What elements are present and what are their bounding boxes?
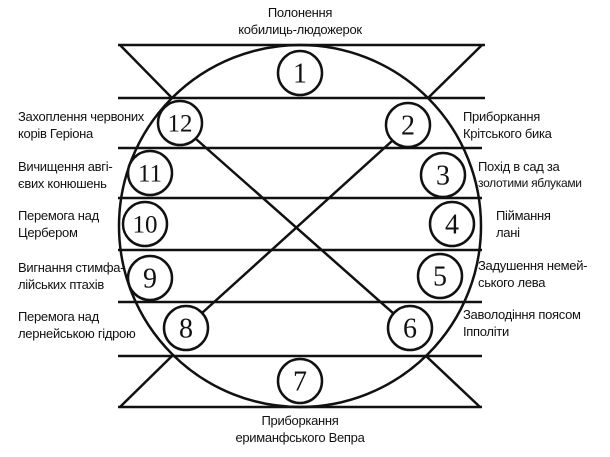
label-line: євих конюшень [18,176,107,191]
label-line: ського лева [478,275,546,290]
label-line: Похід в сад за [478,159,560,174]
label-line: Захоплення червоних [18,109,144,124]
node-number: 5 [433,262,447,293]
node-circle [156,99,204,147]
label-line: Піймання [496,208,551,223]
label-line: Вичищення авгі- [18,159,113,174]
label-4: Піймання лані [496,207,551,241]
labour-node-1: 1 [276,49,324,97]
label-line: корів Геріона [18,126,93,141]
node-number: 8 [179,314,193,345]
node-number: 2 [401,111,415,142]
label-line: Приборкання [261,413,339,428]
label-line: Заволодіння поясом [463,307,581,322]
node-circle [276,357,324,405]
node-number: 4 [445,210,459,241]
label-6: Заволодіння поясом Іпполіти [463,306,581,340]
label-3: Похід в сад за золотими яблуками [478,158,582,192]
label-1: Полонення кобилиць-людожерок [200,4,400,38]
node-number: 11 [138,161,162,188]
triangle-bottom-left [119,355,173,408]
label-line: Приборкання [463,109,541,124]
label-8: Перемога над лернейською гідрою [18,308,136,342]
label-line: Полонення [267,5,333,20]
label-line: лані [496,225,520,240]
node-number: 7 [293,367,307,398]
label-line: Крітського бика [463,126,552,141]
label-line: ериманфського Вепра [235,430,365,445]
node-circle [276,49,324,97]
labour-node-7: 7 [276,357,324,405]
label-line: Перемога над [18,309,99,324]
label-12: Захоплення червоних корів Геріона [18,108,144,142]
node-circle [419,151,467,199]
node-circle [416,252,464,300]
label-7: Приборкання ериманфського Вепра [200,412,400,446]
label-11: Вичищення авгі-євих конюшень [18,158,113,192]
label-line: золотими яблуками [478,176,582,190]
node-number: 1 [293,59,307,90]
node-number: 3 [436,161,450,192]
labour-node-5: 5 [416,252,464,300]
node-circle [126,254,174,302]
labour-node-8: 8 [162,304,210,352]
node-circle [428,200,476,248]
triangle-bottom-right [425,355,481,408]
node-circle [121,200,169,248]
label-line: Перемога над [18,208,99,223]
labour-node-4: 4 [428,200,476,248]
label-line: лернейською гідрою [18,326,136,341]
label-line: Цербером [18,225,78,240]
label-line: Задушення немей- [478,258,588,273]
labour-node-2: 2 [384,101,432,149]
labour-node-6: 6 [386,304,434,352]
labour-node-10: 10 [121,200,169,248]
label-line: Вигнання стимфа- [18,260,125,275]
node-number: 6 [403,314,417,345]
main-circle [117,43,483,409]
labour-node-3: 3 [419,151,467,199]
labour-node-9: 9 [126,254,174,302]
node-circle [126,149,174,197]
cross-line-2-8 [201,140,393,314]
label-line: Іпполіти [463,324,509,339]
label-5: Задушення немей-ського лева [478,257,588,291]
node-number: 10 [133,212,158,239]
triangle-top-right [427,44,483,99]
label-9: Вигнання стимфа-лійських птахів [18,259,125,293]
node-number: 9 [143,264,157,295]
node-number: 12 [168,111,193,138]
node-circle [386,304,434,352]
labour-node-12: 12 [156,99,204,147]
label-line: кобилиць-людожерок [238,22,362,37]
labour-node-11: 11 [126,149,174,197]
cross-line-12-6 [195,138,394,314]
node-circle [384,101,432,149]
label-line: лійських птахів [18,277,104,292]
triangle-top-left [119,44,173,99]
node-circle [162,304,210,352]
